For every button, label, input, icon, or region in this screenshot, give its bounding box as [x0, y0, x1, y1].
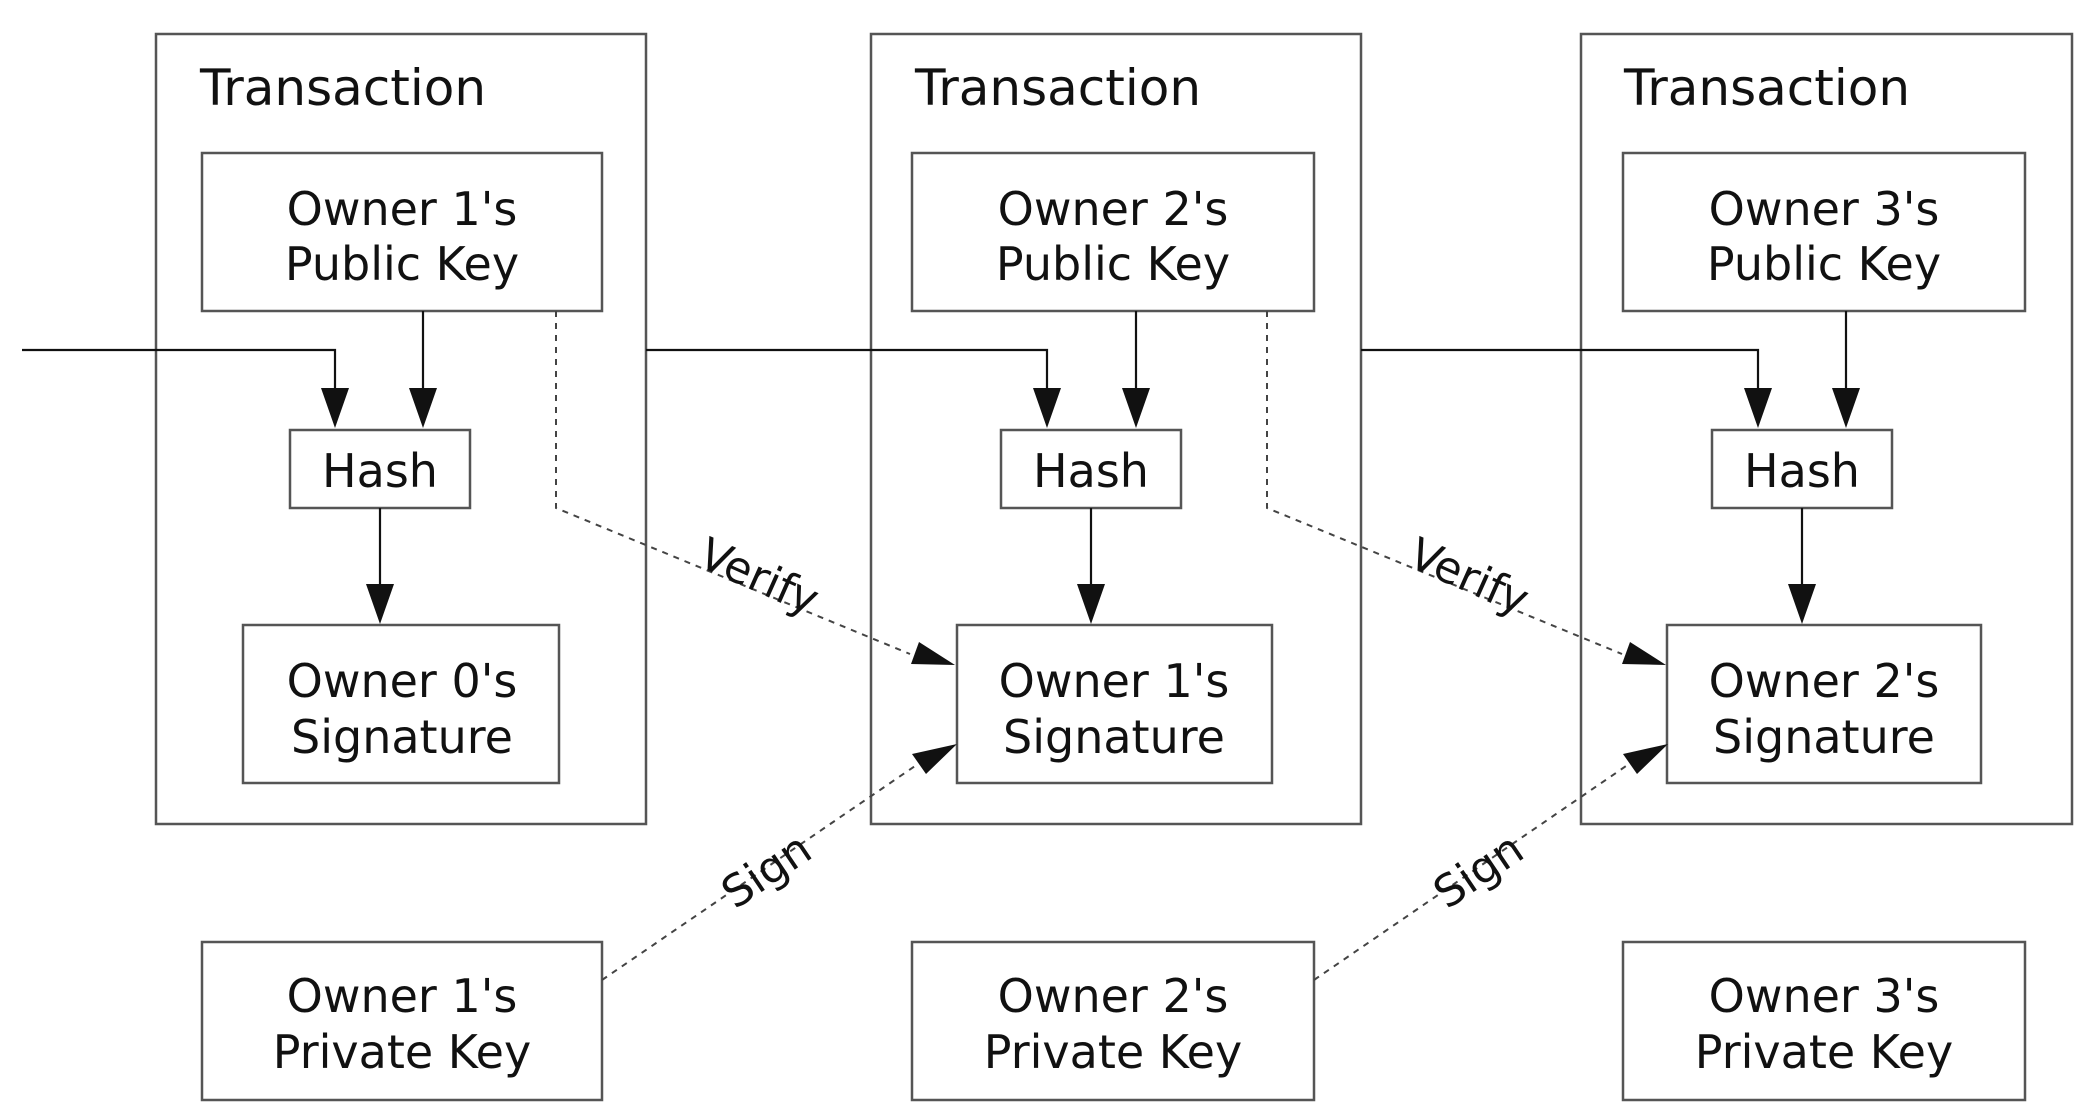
sign-label-2: Sign [1425, 823, 1533, 919]
private-key-1-line-2: Private Key [273, 1025, 531, 1079]
private-key-3: Owner 3's Private Key [1621, 940, 2027, 1102]
transaction-2-public-key-box [910, 151, 1316, 313]
arrow-into-hash-2-left [1033, 388, 1061, 428]
private-key-2: Owner 2's Private Key [910, 940, 1316, 1102]
transaction-1-signature-box [241, 623, 561, 785]
private-key-2-box [910, 940, 1316, 1102]
verify-arrow-1 [911, 642, 955, 665]
chain-connectors [22, 311, 1860, 624]
private-key-1-line-1: Owner 1's [287, 969, 518, 1023]
transaction-3-public-key-box [1621, 151, 2027, 313]
arrow-into-signature-1 [366, 584, 394, 624]
transaction-1-public-key-box [200, 151, 604, 313]
transaction-1: Transaction Owner 1's Public Key Hash Ow… [154, 32, 648, 826]
verify-label-2: Verify [1402, 528, 1537, 625]
transaction-1-signature-line-1: Owner 0's [287, 654, 518, 708]
arrow-into-hash-1-right [409, 388, 437, 428]
transaction-3-hash-label: Hash [1744, 444, 1860, 498]
transaction-2-signature-box [955, 623, 1274, 785]
verify-sign-connectors [555, 311, 1668, 981]
sign-arrow-1 [912, 744, 957, 774]
transaction-3: Transaction Owner 3's Public Key Hash Ow… [1579, 32, 2074, 826]
verify-line-1 [555, 311, 911, 655]
arrow-into-hash-1-left [321, 388, 349, 428]
transaction-2-hash-label: Hash [1033, 444, 1149, 498]
private-key-3-box [1621, 940, 2027, 1102]
transaction-1-public-key-line-1: Owner 1's [287, 182, 518, 236]
transaction-3-signature-line-2: Signature [1713, 710, 1935, 764]
transaction-3-public-key-line-2: Public Key [1707, 237, 1941, 291]
chain-line-transaction-1-to-2 [646, 348, 1049, 388]
verify-arrow-2 [1622, 642, 1666, 665]
chain-line-transaction-2-to-3 [1361, 348, 1760, 388]
sign-arrow-2 [1623, 744, 1668, 774]
transaction-2: Transaction Owner 2's Public Key Hash Ow… [869, 32, 1363, 826]
transaction-2-public-key-line-2: Public Key [996, 237, 1230, 291]
arrow-into-hash-3-left [1744, 388, 1772, 428]
transaction-2-public-key-line-1: Owner 2's [998, 182, 1229, 236]
transaction-1-public-key-line-2: Public Key [285, 237, 519, 291]
transaction-1-title: Transaction [199, 59, 486, 117]
transaction-1-signature-line-2: Signature [291, 710, 513, 764]
verify-line-2 [1266, 311, 1623, 655]
private-key-3-line-1: Owner 3's [1709, 969, 1940, 1023]
arrow-into-hash-2-right [1122, 388, 1150, 428]
verify-label-1: Verify [692, 528, 827, 625]
private-key-3-line-2: Private Key [1695, 1025, 1953, 1079]
transaction-3-hash-box [1710, 428, 1894, 510]
private-key-1-box [200, 940, 604, 1102]
arrow-into-signature-2 [1077, 584, 1105, 624]
transaction-2-title: Transaction [914, 59, 1201, 117]
transaction-1-hash-label: Hash [322, 444, 438, 498]
arrow-into-hash-3-right [1832, 388, 1860, 428]
sign-line-1 [601, 763, 919, 981]
sign-line-2 [1313, 763, 1630, 981]
private-key-1: Owner 1's Private Key [200, 940, 604, 1102]
transaction-3-public-key-line-1: Owner 3's [1709, 182, 1940, 236]
transaction-2-signature-line-1: Owner 1's [999, 654, 1230, 708]
private-key-2-line-2: Private Key [984, 1025, 1242, 1079]
transaction-3-signature-box [1665, 623, 1983, 785]
private-key-2-line-1: Owner 2's [998, 969, 1229, 1023]
sign-label-1: Sign [713, 823, 821, 919]
transaction-3-signature-line-1: Owner 2's [1709, 654, 1940, 708]
chain-line-into-transaction-1 [22, 348, 337, 388]
transaction-2-signature-line-2: Signature [1003, 710, 1225, 764]
arrow-into-signature-3 [1788, 584, 1816, 624]
transaction-3-title: Transaction [1623, 59, 1910, 117]
